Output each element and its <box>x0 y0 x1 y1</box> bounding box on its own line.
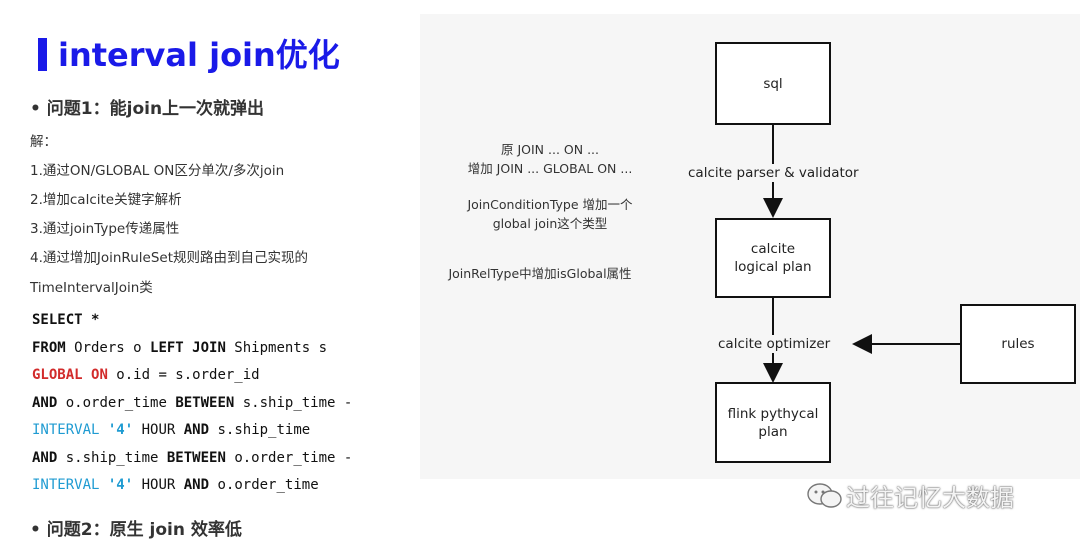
label-optimizer: calcite optimizer <box>716 335 833 353</box>
question-2: • 问题2：原生 join 效率低 <box>30 520 242 540</box>
code-literal: '4' <box>107 477 134 493</box>
label-parser-validator: calcite parser & validator <box>686 164 861 182</box>
code-text: Shipments s <box>225 339 328 356</box>
code-text: HOUR <box>133 422 184 438</box>
flow-diagram: sql calcite logical plan flink pythycal … <box>420 14 1080 479</box>
note-line: 原 JOIN ... ON ... <box>501 142 599 157</box>
code-literal: '4' <box>107 422 134 438</box>
sql-code-block: SELECT * FROM Orders o LEFT JOIN Shipment… <box>32 307 352 500</box>
question-1: • 问题1：能join上一次就弹出 <box>30 99 265 119</box>
code-line-4: AND o.order_time BETWEEN s.ship_time - <box>32 390 352 418</box>
node-logical-line-2: logical plan <box>734 259 812 275</box>
code-kw: SELECT * <box>32 312 100 328</box>
watermark-text: 过往记忆大数据 <box>846 484 1014 512</box>
code-space <box>83 367 91 383</box>
wechat-icon <box>807 483 842 508</box>
node-physical-line-2: plan <box>758 423 788 440</box>
code-text: o.order_time <box>209 477 319 493</box>
code-kw: AND <box>183 477 210 493</box>
title-accent-bar <box>38 38 47 71</box>
code-text: s.ship_time <box>209 422 311 438</box>
code-text: s.ship_time - <box>234 394 353 411</box>
code-line-5: INTERVAL '4' HOUR AND s.ship_time <box>32 417 352 445</box>
solution-label: 解： <box>30 134 57 150</box>
node-rules: rules <box>960 304 1076 384</box>
code-kw: AND <box>32 449 58 466</box>
slide-title: interval join优化 <box>58 36 340 74</box>
code-text: o.id = s.order_id <box>107 367 260 383</box>
note-line: global join这个类型 <box>492 216 608 231</box>
node-logical-line-1: calcite <box>750 241 796 257</box>
code-line-6: AND s.ship_time BETWEEN o.order_time - <box>32 445 352 473</box>
code-kw: AND <box>32 394 58 411</box>
code-kw: BETWEEN <box>175 394 235 411</box>
node-sql: sql <box>715 42 831 125</box>
code-line-3: GLOBAL ON o.id = s.order_id <box>32 362 352 390</box>
step-3: 3.通过joinType传递属性 <box>30 221 180 237</box>
step-4: 4.通过增加JoinRuleSet规则路由到自己实现的 <box>30 250 308 266</box>
code-kw-on: ON <box>91 367 108 383</box>
step-4-cont: TimeIntervalJoin类 <box>30 280 153 296</box>
node-logical-plan: calcite logical plan <box>715 218 831 298</box>
code-kw-global: GLOBAL <box>32 367 83 383</box>
step-2: 2.增加calcite关键字解析 <box>30 192 182 208</box>
node-physical-plan: flink pythycal plan <box>715 382 831 463</box>
note-line: JoinConditionType 增加一个 <box>467 197 633 212</box>
note-join-syntax: 原 JOIN ... ON ... 增加 JOIN ... GLOBAL ON … <box>430 140 670 178</box>
note-condition-type: JoinConditionType 增加一个 global join这个类型 <box>430 195 670 233</box>
code-line-7: INTERVAL '4' HOUR AND o.order_time <box>32 472 352 500</box>
code-space <box>99 422 107 438</box>
code-kw-interval: INTERVAL <box>32 477 100 493</box>
code-text: HOUR <box>133 477 184 493</box>
code-line-1: SELECT * <box>32 307 352 335</box>
code-text: Orders o <box>65 339 151 356</box>
note-line: 增加 JOIN ... GLOBAL ON ... <box>467 161 633 176</box>
code-kw: FROM <box>32 339 66 356</box>
code-kw: LEFT JOIN <box>150 339 226 356</box>
code-kw: BETWEEN <box>166 449 226 466</box>
code-kw-interval: INTERVAL <box>32 422 100 438</box>
code-line-2: FROM Orders o LEFT JOIN Shipments s <box>32 335 352 363</box>
code-text: o.order_time <box>57 394 176 411</box>
step-1: 1.通过ON/GLOBAL ON区分单次/多次join <box>30 163 285 179</box>
note-rel-type: JoinRelType中增加isGlobal属性 <box>448 266 632 281</box>
code-text: o.order_time - <box>225 449 353 466</box>
code-text: s.ship_time <box>57 449 167 466</box>
node-physical-line-1: flink pythycal <box>727 405 819 422</box>
code-kw: AND <box>183 422 210 438</box>
code-space <box>99 477 107 493</box>
